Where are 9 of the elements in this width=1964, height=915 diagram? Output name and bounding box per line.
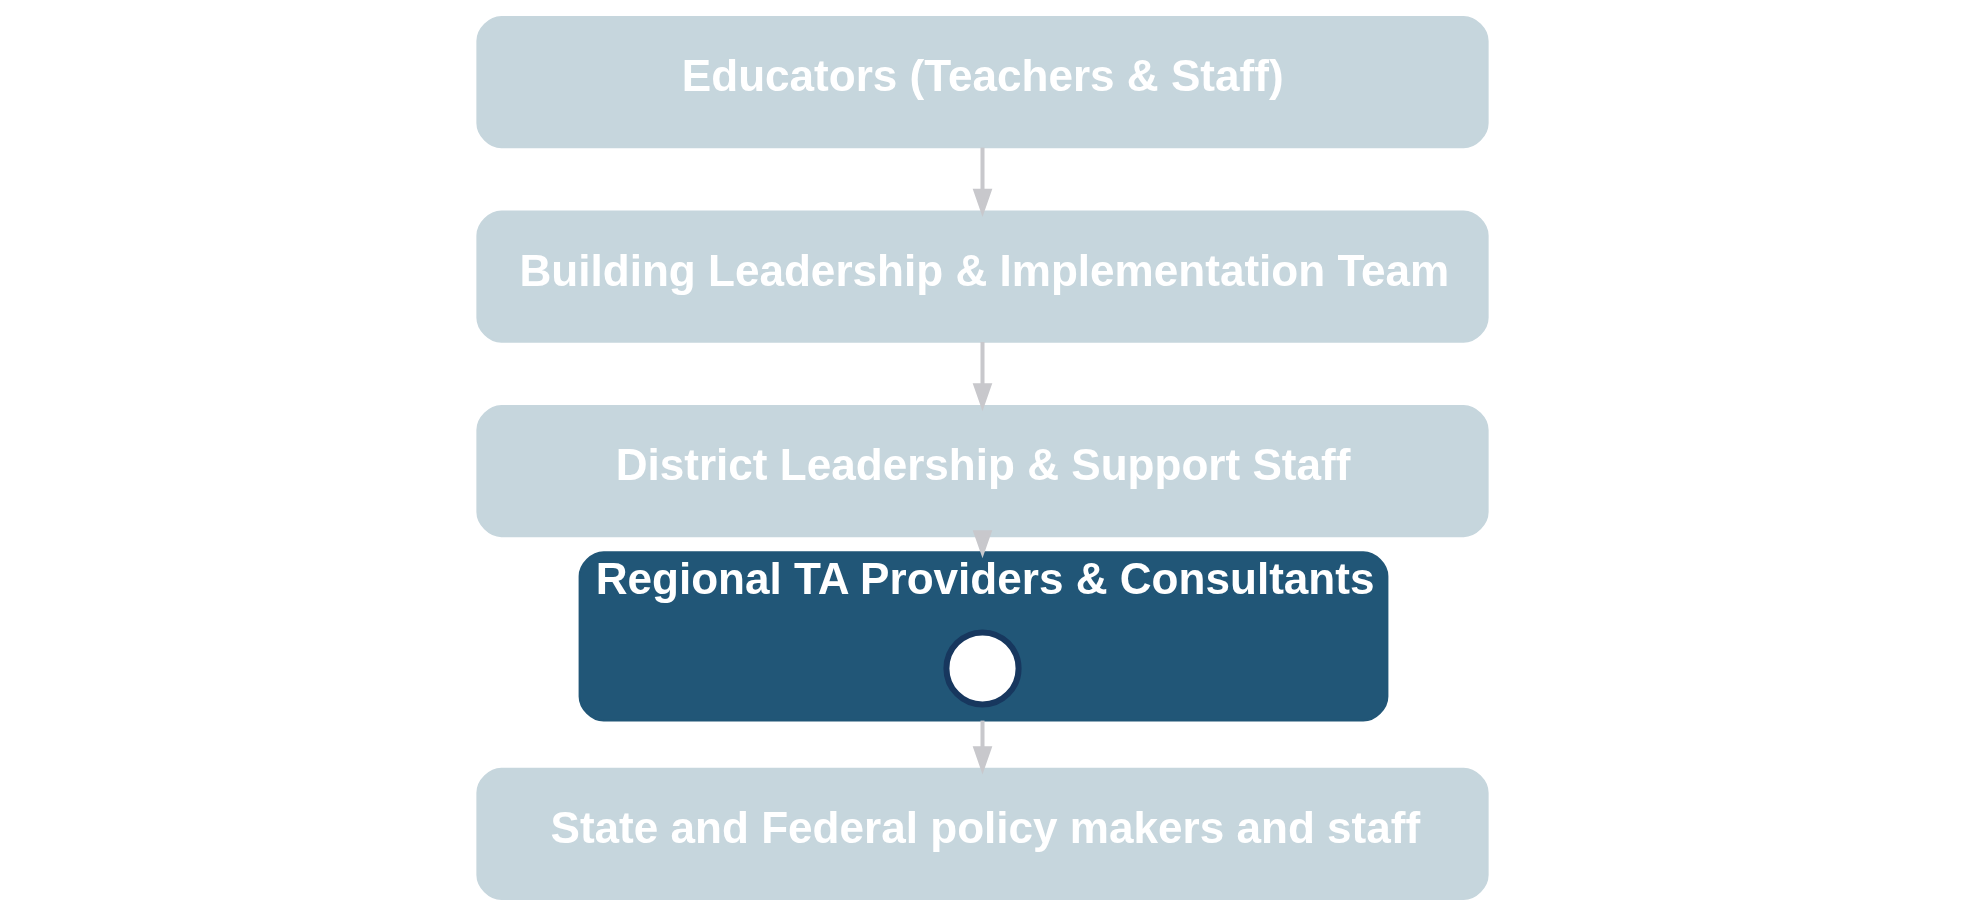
node-box: State and Federal policy makers and staff [475, 767, 1489, 900]
arrow [972, 529, 992, 558]
arrow [972, 147, 992, 217]
node-box: Building Leadership & Implementation Team [475, 209, 1489, 343]
node-circle [942, 628, 1022, 708]
cluster: Regional TA Providers & Consultants [578, 550, 1388, 722]
node-box: Educators (Teachers & Staff) [475, 15, 1489, 148]
arrow [972, 720, 992, 774]
arrow [972, 341, 992, 411]
